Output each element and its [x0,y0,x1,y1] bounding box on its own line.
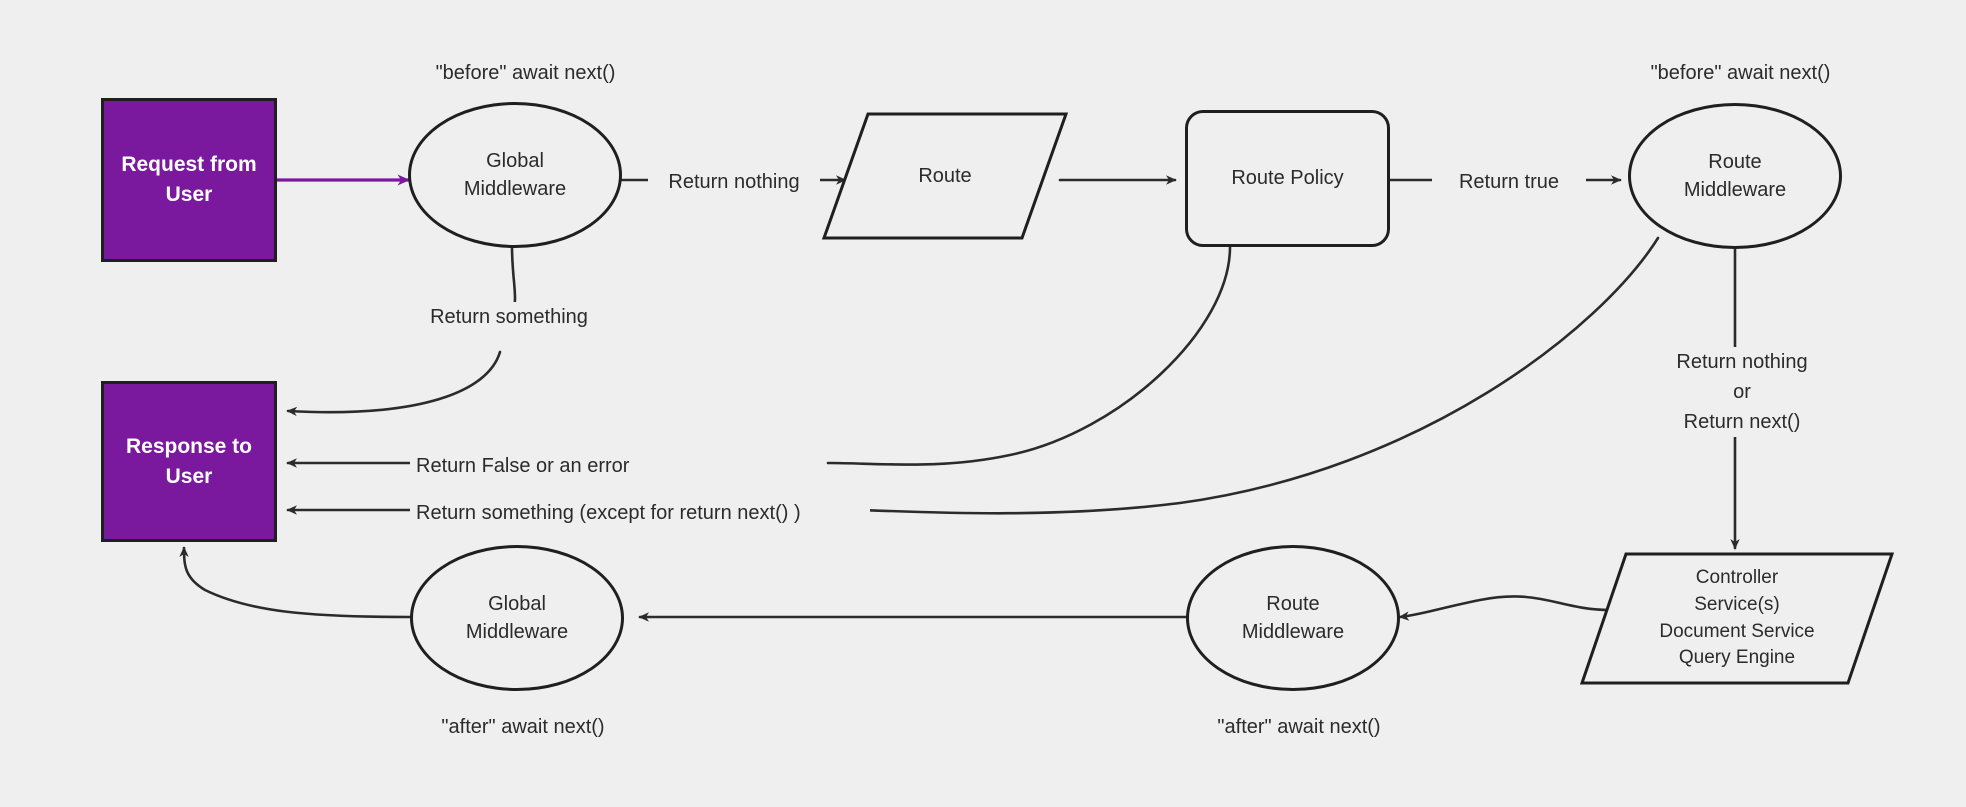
node-route-middleware-before-label: Route Middleware [1683,150,1787,201]
node-route-middleware-after[interactable]: Route Middleware [1186,545,1400,691]
node-controller-stack[interactable]: Controller Service(s) Document Service Q… [1578,551,1896,686]
annotation-before-await-next-left: "before" await next() [412,58,639,88]
controller-parallelogram-shape [1579,552,1895,685]
node-request-from-user[interactable]: Request from User [101,98,277,262]
annotation-before-await-next-right: "before" await next() [1627,58,1854,88]
node-global-middleware-before-label: Global Middleware [463,149,567,200]
edge-global-after-to-response [179,546,412,619]
edge-label-return-nothing: Return nothing [648,167,820,197]
edge-label-return-nothing-or-next: Return nothing or Return next() [1638,347,1846,437]
node-route-middleware-before[interactable]: Route Middleware [1628,103,1842,249]
edge-route-mw-return-something-curve [860,236,1660,515]
node-request-from-user-label: Request from User [121,153,257,206]
node-global-middleware-after[interactable]: Global Middleware [410,545,624,691]
node-global-middleware-after-label: Global Middleware [465,592,569,643]
node-global-middleware-before[interactable]: Global Middleware [408,102,622,248]
node-controller-stack-label: Controller Service(s) Document Service Q… [1659,566,1815,669]
node-response-to-user-label: Response to User [125,434,253,488]
edge-label-return-something-except-next: Return something (except for return next… [410,498,870,528]
edge-label-return-false-or-error: Return False or an error [410,451,668,481]
route-parallelogram-shape [821,112,1069,240]
node-route-middleware-after-label: Route Middleware [1241,592,1345,643]
edge-global-return-something [286,350,502,417]
annotation-after-await-next-center: "after" await next() [1186,712,1412,742]
node-route-label: Route [918,164,972,187]
edge-label-return-true: Return true [1432,167,1586,197]
edge-policy-return-false-curve [826,245,1232,466]
annotation-after-await-next-left: "after" await next() [410,712,636,742]
node-response-to-user[interactable]: Response to User [101,381,277,542]
node-route-policy-label: Route Policy [1231,167,1344,190]
edge-label-return-something: Return something [412,302,606,332]
node-route[interactable]: Route [820,110,1070,242]
node-route-policy[interactable]: Route Policy [1185,110,1390,247]
